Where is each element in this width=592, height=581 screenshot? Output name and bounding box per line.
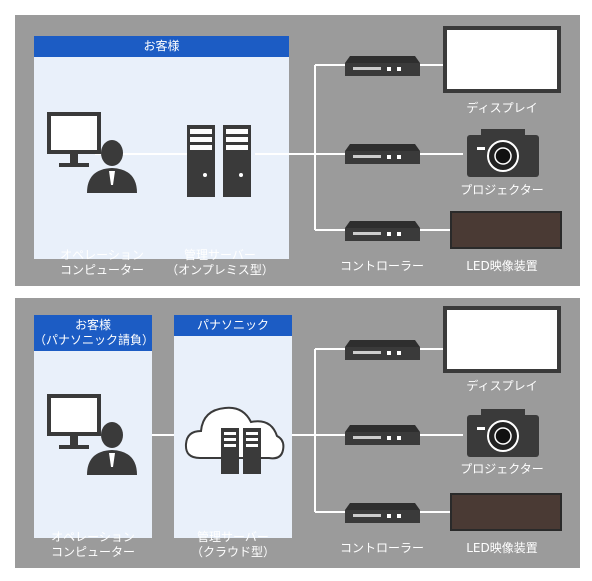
customer-header: お客様 [34,36,289,57]
connection-lines [95,64,463,231]
led-panel-icon [450,493,562,531]
connection-lines [152,348,463,513]
projector-icon [467,409,539,457]
projector-label: プロジェクター [460,462,544,476]
led-panel-icon [450,211,562,249]
controller-icon [345,503,420,523]
device-icons [443,26,562,249]
controller-icon [345,425,420,445]
led-label: LED映像装置 [466,541,538,555]
controller-icon [345,340,420,360]
operator-computer-icon [47,112,137,193]
cloud-server-icon [184,406,285,474]
panasonic-header: パナソニック [174,315,292,336]
projector-icon [467,129,539,177]
led-label: LED映像装置 [466,259,538,273]
operator-label: オペレーションコンピューター [59,248,144,277]
server-label: 管理サーバー（オンプレミス型） [166,248,274,277]
display-icon [443,26,561,93]
controller-icons [345,340,420,523]
server-label: 管理サーバー（クラウド型） [190,530,275,559]
controller-icon [345,221,420,241]
customer-header: お客様（パナソニック請負） [34,315,154,351]
display-label: ディスプレイ [466,379,538,393]
controller-icon [345,144,420,164]
controller-icon [345,56,420,76]
server-tower-icon [187,125,251,197]
projector-label: プロジェクター [460,183,544,197]
controller-label: コントローラー [339,259,424,273]
onpremise-diagram-panel: お客様 [15,15,580,286]
display-label: ディスプレイ [466,101,538,115]
controller-icons [345,56,420,241]
operator-label: オペレーションコンピューター [50,530,135,559]
controller-label: コントローラー [339,541,424,555]
cloud-diagram-panel: お客様（パナソニック請負） パナソニック [15,298,580,568]
display-icon [443,306,561,373]
operator-computer-icon [47,394,137,475]
device-icons [443,306,562,531]
